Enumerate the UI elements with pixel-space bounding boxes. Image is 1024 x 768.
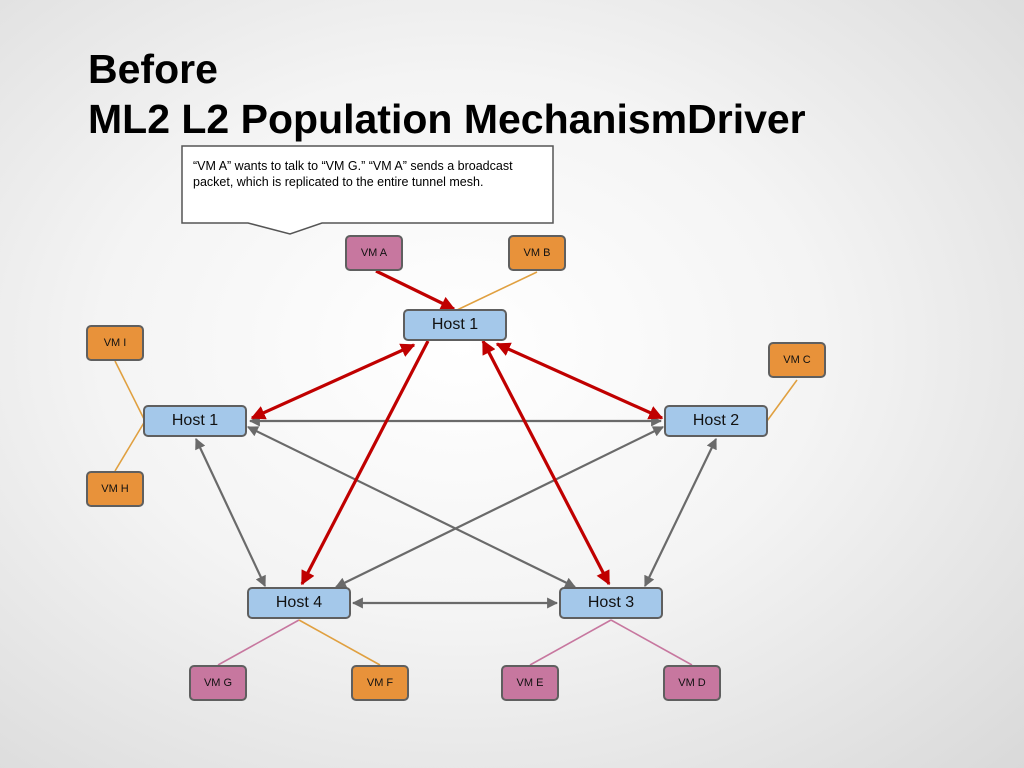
broadcast-arrow-host1-host3 bbox=[481, 339, 611, 586]
broadcast-arrow-vma-host1 bbox=[375, 269, 456, 311]
host-right[interactable]: Host 2 bbox=[664, 405, 768, 437]
link-vmh-hostleft bbox=[114, 420, 146, 472]
host-bottom-left[interactable]: Host 4 bbox=[247, 587, 351, 619]
link-vme-host3 bbox=[529, 619, 612, 666]
vm-i[interactable]: VM I bbox=[86, 325, 144, 361]
vm-e[interactable]: VM E bbox=[501, 665, 559, 701]
link-vmf-host4 bbox=[298, 619, 381, 666]
vm-f[interactable]: VM F bbox=[351, 665, 409, 701]
slide-title: Before ML2 L2 Population MechanismDriver bbox=[88, 44, 806, 144]
title-line-before: Before bbox=[88, 46, 218, 92]
link-vmc-host2 bbox=[766, 379, 798, 422]
mesh-arrow-left-host4 bbox=[195, 438, 266, 587]
link-vmd-host3 bbox=[610, 619, 693, 666]
host-left[interactable]: Host 1 bbox=[143, 405, 247, 437]
link-vmi-hostleft bbox=[114, 360, 146, 422]
callout-text: “VM A” wants to talk to “VM G.” “VM A” s… bbox=[193, 159, 513, 189]
link-vmg-host4 bbox=[217, 619, 300, 666]
host-top[interactable]: Host 1 bbox=[403, 309, 507, 341]
mesh-arrow-right-host4 bbox=[335, 426, 664, 588]
vm-b[interactable]: VM B bbox=[508, 235, 566, 271]
broadcast-arrow-host1-host4 bbox=[300, 340, 430, 586]
mesh-arrow-left-host3 bbox=[247, 426, 576, 588]
mesh-arrow-right-host3 bbox=[644, 438, 717, 587]
title-line-driver: ML2 L2 Population MechanismDriver bbox=[88, 96, 806, 142]
link-vmb-host1 bbox=[456, 271, 538, 311]
vm-h[interactable]: VM H bbox=[86, 471, 144, 507]
vm-d[interactable]: VM D bbox=[663, 665, 721, 701]
broadcast-arrow-host1-left bbox=[250, 343, 416, 420]
host-bottom-right[interactable]: Host 3 bbox=[559, 587, 663, 619]
broadcast-arrow-host1-right bbox=[495, 342, 664, 420]
vm-a[interactable]: VM A bbox=[345, 235, 403, 271]
callout-bubble bbox=[181, 145, 554, 235]
vm-c[interactable]: VM C bbox=[768, 342, 826, 378]
vm-g[interactable]: VM G bbox=[189, 665, 247, 701]
